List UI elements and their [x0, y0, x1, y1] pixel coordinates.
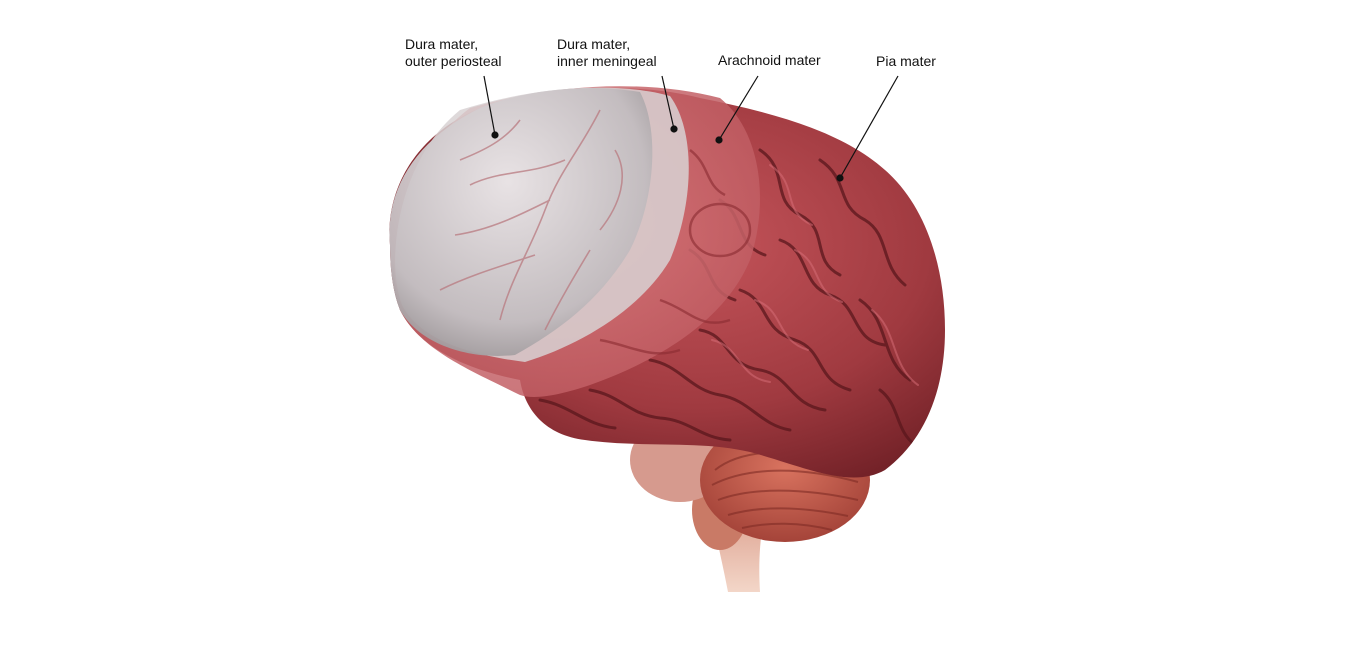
leader-arachnoid — [718, 75, 759, 141]
dura-blood-vessels — [439, 109, 623, 331]
label-dura-outer-line1: Dura mater, — [405, 36, 479, 52]
label-pia-mater: Pia mater — [876, 53, 936, 69]
dura-outer-periosteal-layer — [389, 88, 653, 356]
label-dura-inner-line2: inner meningeal — [557, 53, 657, 69]
label-dura-mater-outer-periosteal: Dura mater, outer periosteal — [405, 36, 502, 70]
leader-dura-inner — [661, 75, 675, 130]
leader-lines — [483, 75, 899, 182]
arachnoid-folds — [599, 149, 752, 355]
label-arachnoid-mater: Arachnoid mater — [718, 52, 821, 68]
pointer-dura-outer — [491, 131, 499, 139]
leader-dura-outer — [483, 75, 496, 136]
label-dura-mater-inner-meningeal: Dura mater, inner meningeal — [557, 36, 657, 70]
pointer-arachnoid — [715, 136, 723, 144]
label-dura-inner-line1: Dura mater, — [557, 36, 631, 52]
pointer-dura-inner — [670, 125, 678, 133]
pointer-pia — [836, 174, 844, 182]
gyri-highlights — [711, 164, 919, 386]
label-dura-outer-line2: outer periosteal — [405, 53, 502, 69]
leader-pia — [839, 75, 899, 179]
